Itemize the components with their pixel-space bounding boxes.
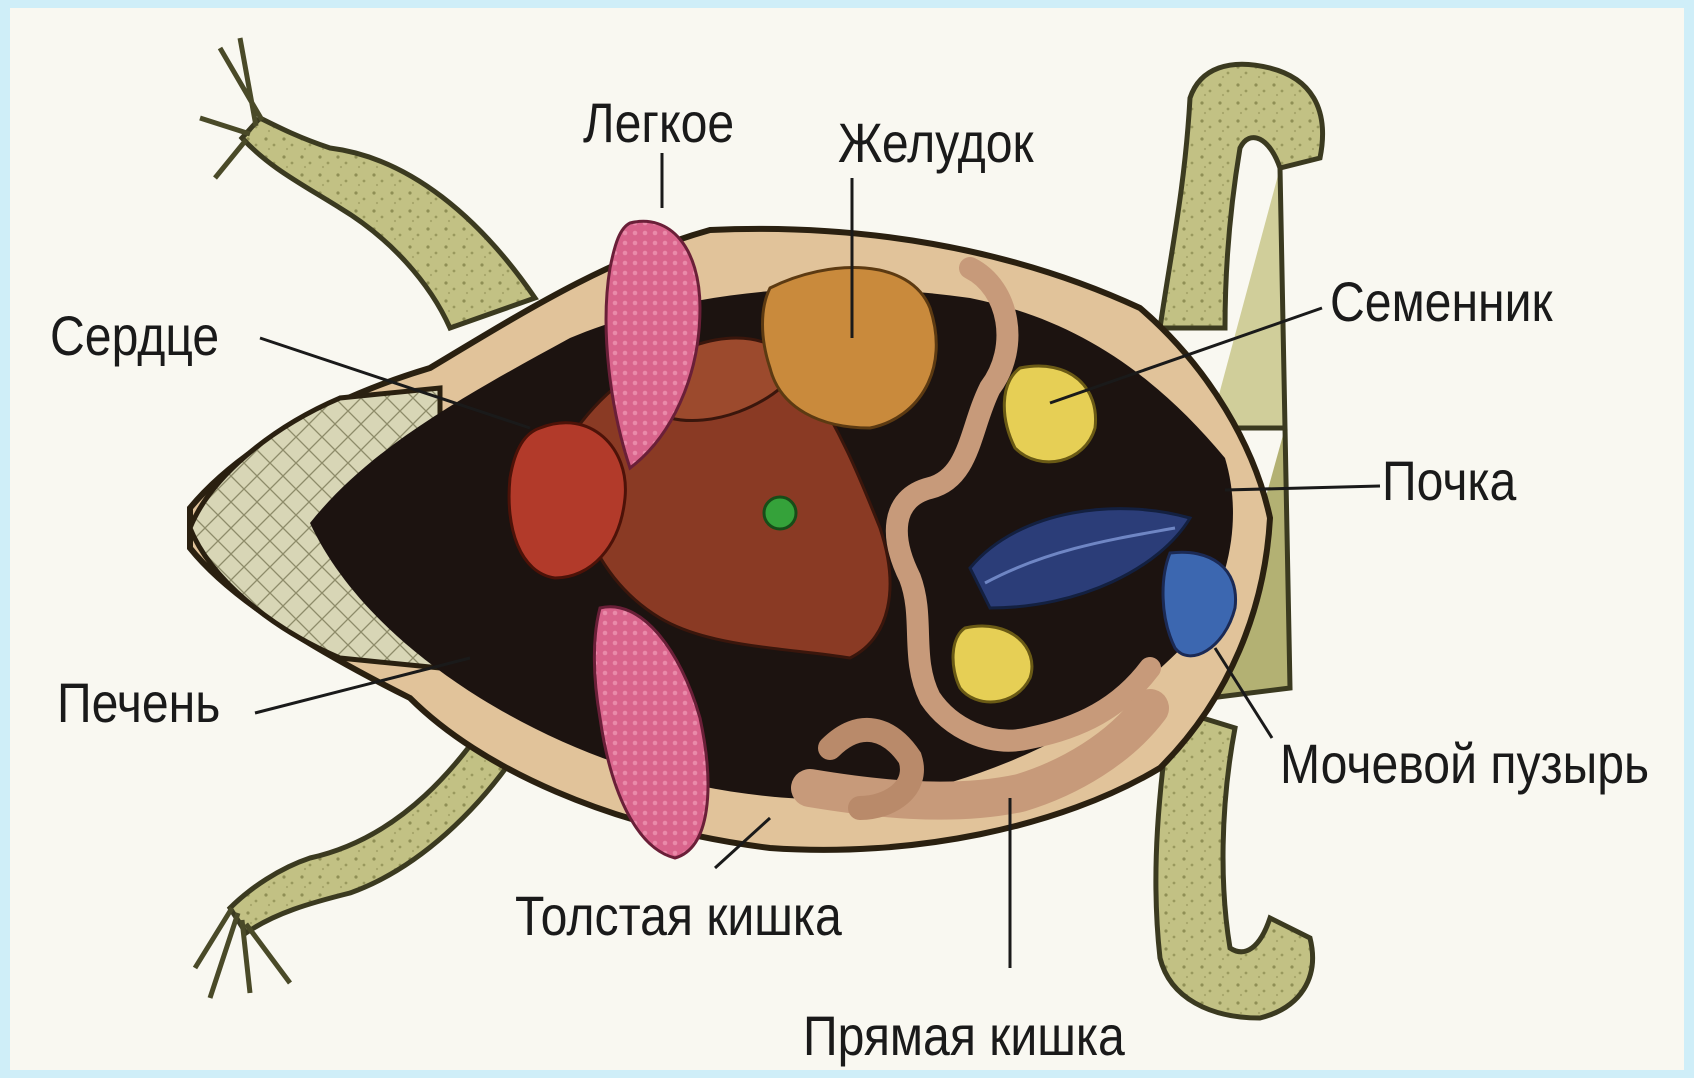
label-liver: Печень [57,675,220,731]
label-bladder: Мочевой пузырь [1280,736,1649,792]
diagram-frame: Легкое Желудок Семенник Сердце Почка Печ… [10,8,1684,1070]
label-testis: Семенник [1330,274,1553,330]
label-kidney: Почка [1382,453,1516,509]
front-left-leg [200,38,535,328]
label-stomach: Желудок [838,115,1034,171]
label-large-intestine: Толстая кишка [515,888,842,944]
gallbladder [764,497,796,529]
label-lung: Легкое [583,95,734,151]
label-rectum: Прямая кишка [803,1008,1125,1064]
label-heart: Сердце [50,308,219,364]
